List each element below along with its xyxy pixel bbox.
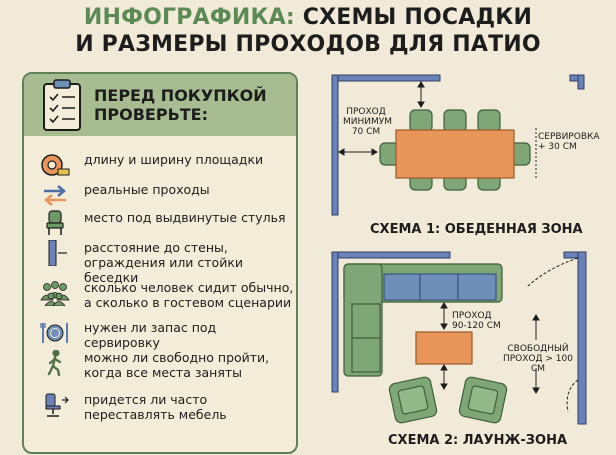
item-text: сколько человек сидит обычно, а сколько …	[84, 280, 294, 310]
people-group-icon	[40, 281, 70, 306]
dining-chairs-top	[409, 109, 501, 133]
title-line1: СХЕМЫ ПОСАДКИ	[294, 5, 533, 30]
scheme1-dimensions	[338, 81, 537, 180]
item-text: можно ли свободно пройти, когда все мест…	[84, 350, 270, 380]
item-text: расстояние до стены, ограждения или стой…	[84, 240, 244, 285]
title-line2: И РАЗМЕРЫ ПРОХОДОВ ДЛЯ ПАТИО	[75, 32, 541, 57]
tableware-icon	[40, 323, 68, 343]
office-chair-icon	[45, 393, 69, 417]
checklist-card: ПЕРЕД ПОКУПКОЙ ПРОВЕРЬТЕ: длину и ширину…	[22, 72, 298, 454]
wall-icon	[48, 240, 67, 266]
armchairs	[388, 376, 508, 424]
checklist-heading: ПЕРЕД ПОКУПКОЙ ПРОВЕРЬТЕ:	[94, 86, 267, 124]
heading-line1: ПЕРЕД ПОКУПКОЙ	[94, 86, 267, 105]
title-accent: ИНФОГРАФИКА:	[83, 5, 295, 30]
item-text: место под выдвинутые стулья	[84, 210, 286, 225]
item-text: длину и ширину площадки	[84, 152, 264, 167]
scheme2-walls	[331, 251, 587, 425]
label-line: 70 СМ	[351, 127, 381, 137]
double-arrow-icon	[44, 185, 66, 206]
coffee-table	[415, 331, 473, 365]
scheme1-serving-label: СЕРВИРОВКА + 30 СМ	[538, 132, 600, 152]
scheme1-walls	[331, 74, 585, 216]
scheme2-caption: СХЕМА 2: ЛАУНЖ-ЗОНА	[388, 433, 568, 448]
scheme2-free-passage-label: СВОБОДНЫЙ ПРОХОД > 100 СМ	[498, 344, 578, 374]
label-line: СВОБОДНЫЙ	[507, 344, 569, 354]
label-line: + 30 СМ	[538, 142, 577, 152]
checklist-header: ПЕРЕД ПОКУПКОЙ ПРОВЕРЬТЕ:	[24, 74, 296, 136]
clipboard-icon	[43, 79, 81, 131]
label-line: ПРОХОД	[346, 107, 386, 117]
label-line: ПРОХОД	[452, 311, 492, 321]
scheme2-dimensions	[440, 302, 540, 394]
label-line: ПРОХОД > 100 СМ	[502, 354, 573, 374]
walking-person-icon	[47, 350, 62, 376]
tape-measure-icon	[41, 154, 70, 176]
scheme1-passage-label: ПРОХОД МИНИМУМ 70 СМ	[343, 107, 393, 137]
label-line: СЕРВИРОВКА	[538, 132, 600, 142]
heading-line2: ПРОВЕРЬТЕ:	[94, 105, 209, 124]
item-text: придется ли часто переставлять мебель	[84, 392, 227, 422]
page-title: ИНФОГРАФИКА: СХЕМЫ ПОСАДКИ И РАЗМЕРЫ ПРО…	[0, 4, 616, 58]
seating-diagrams	[331, 74, 587, 425]
sectional-sofa	[343, 263, 503, 377]
dining-table	[395, 129, 515, 179]
label-line: 90-120 СМ	[452, 321, 501, 331]
door-swings	[527, 257, 579, 413]
item-text: реальные проходы	[84, 182, 210, 197]
scheme2-passage-label: ПРОХОД 90-120 СМ	[452, 311, 501, 331]
scheme1-caption: СХЕМА 1: ОБЕДЕННАЯ ЗОНА	[370, 222, 583, 237]
label-line: МИНИМУМ	[343, 117, 393, 127]
item-text: нужен ли запас под сервировку	[84, 320, 217, 350]
chair-icon	[46, 210, 64, 235]
dining-chairs-ends	[379, 142, 531, 166]
